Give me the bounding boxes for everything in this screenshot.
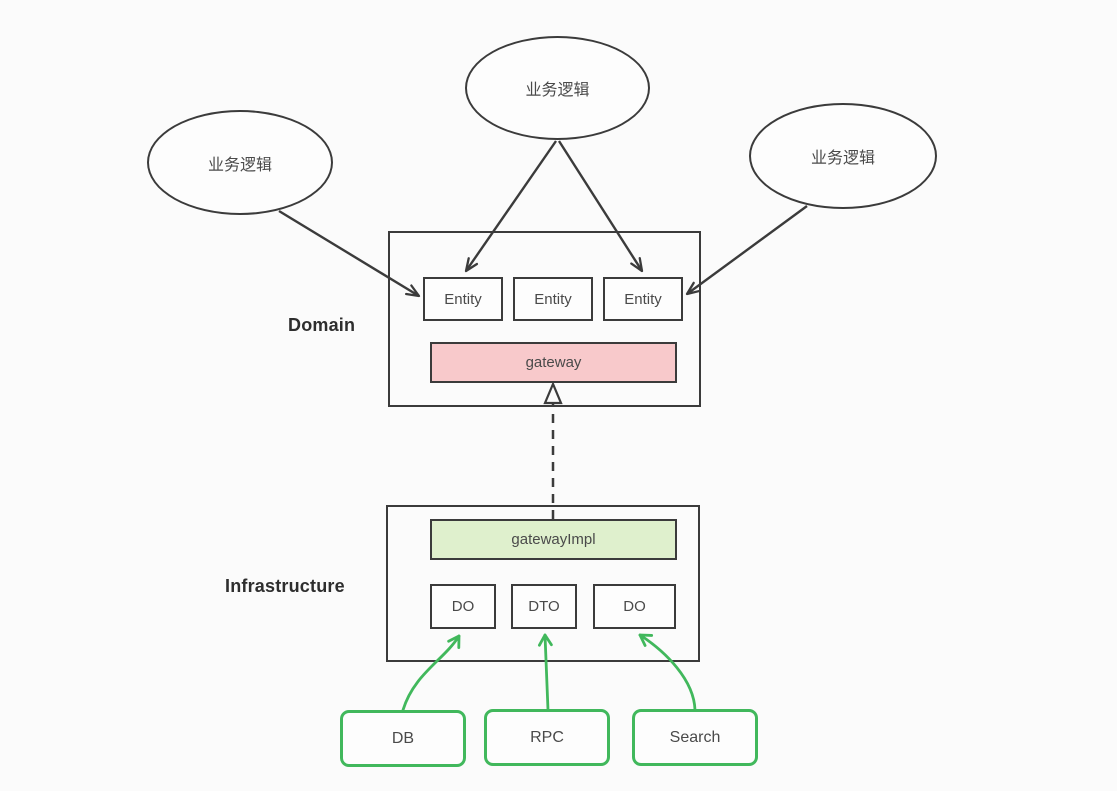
entity-box-1: Entity — [423, 277, 503, 321]
do-label: DO — [623, 598, 646, 615]
entity-box-3: Entity — [603, 277, 683, 321]
do-box-2: DO — [593, 584, 676, 629]
datasource-search-box: Search — [632, 709, 758, 766]
search-label: Search — [669, 728, 721, 746]
dto-label: DTO — [528, 598, 560, 615]
business-logic-ellipse-left: 业务逻辑 — [147, 110, 333, 215]
entity-label: Entity — [444, 290, 482, 308]
gateway-impl-label: gatewayImpl — [511, 531, 596, 548]
datasource-db-box: DB — [340, 710, 466, 767]
db-label: DB — [391, 729, 415, 747]
entity-label: Entity — [624, 290, 662, 308]
infrastructure-section-label: Infrastructure — [225, 576, 345, 596]
business-logic-label: 业务逻辑 — [525, 82, 590, 99]
infrastructure-boundary-box — [386, 505, 700, 662]
arrow-right-ellipse-to-entity-3 — [685, 205, 808, 296]
business-logic-ellipse-right: 业务逻辑 — [749, 103, 937, 209]
rpc-label: RPC — [530, 728, 564, 746]
gateway-impl-bar: gatewayImpl — [430, 519, 677, 560]
business-logic-label: 业务逻辑 — [207, 156, 272, 174]
entity-box-2: Entity — [513, 277, 593, 321]
business-logic-label: 业务逻辑 — [810, 150, 875, 167]
do-box-1: DO — [430, 584, 496, 629]
entity-label: Entity — [534, 290, 572, 308]
datasource-rpc-box: RPC — [484, 709, 610, 766]
business-logic-ellipse-top: 业务逻辑 — [465, 36, 650, 140]
gateway-bar: gateway — [430, 342, 677, 383]
domain-section-label: Domain — [288, 315, 356, 335]
gateway-label: gateway — [525, 354, 582, 371]
do-label: DO — [451, 598, 475, 615]
dto-box: DTO — [511, 584, 577, 629]
